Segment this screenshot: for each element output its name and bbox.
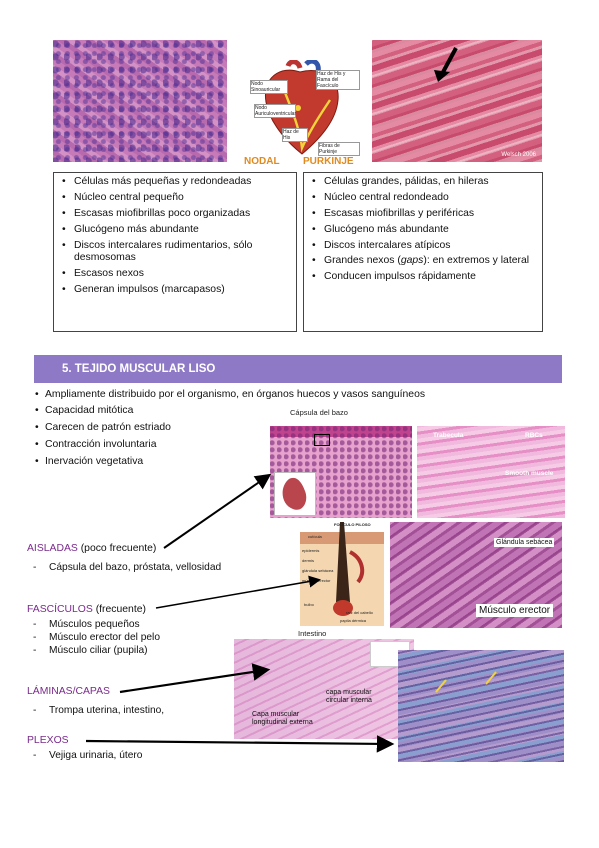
hair-label: raíz del cabello bbox=[346, 610, 373, 615]
intestine-caption: Intestino bbox=[298, 629, 327, 638]
section-bullet: •Carecen de patrón estriado bbox=[35, 422, 171, 433]
spleen-tissue-image bbox=[270, 426, 412, 518]
purkinje-item: Núcleo central redondeado bbox=[312, 192, 536, 205]
credit-text: Welsch 2006 bbox=[501, 152, 536, 158]
purkinje-item: Escasas miofibrillas y periféricas bbox=[312, 208, 536, 221]
trabecula-tag: Trabecula bbox=[433, 432, 464, 439]
erector-tag: Músculo erector bbox=[476, 604, 554, 617]
category-laminas: LÁMINAS/CAPAS bbox=[27, 686, 110, 697]
nodal-item: Generan impulsos (marcapasos) bbox=[62, 284, 290, 297]
nodal-item: Escasas miofibrillas poco organizadas bbox=[62, 208, 290, 221]
arrow-laminas bbox=[119, 663, 271, 694]
purkinje-item: Células grandes, pálidas, en hileras bbox=[312, 176, 536, 189]
heart-label-3: Haz de His bbox=[282, 128, 308, 142]
section-bullet: •Inervación vegetativa bbox=[35, 456, 144, 467]
purkinje-item: Discos intercalares atípicos bbox=[312, 240, 536, 253]
fasciculos-item: -Músculo ciliar (pupila) bbox=[33, 645, 148, 656]
trabecula-tissue-image: Trabecula RBCs Smooth muscle bbox=[417, 426, 565, 518]
category-aisladas: AISLADAS (poco frecuente) bbox=[27, 543, 157, 554]
section-bullet: •Capacidad mitótica bbox=[35, 405, 134, 416]
heart-label-1: Haz de His y Rama del Fascículo bbox=[316, 70, 360, 90]
hair-label: FOLÍCULO PILOSO bbox=[334, 522, 371, 527]
category-plexos: PLEXOS bbox=[27, 735, 69, 746]
nodal-item: Núcleo central pequeño bbox=[62, 192, 290, 205]
purkinje-item: Glucógeno más abundante bbox=[312, 224, 536, 237]
heart-label-0: Nodo Sinoauricular bbox=[250, 80, 288, 94]
arrow-fasciculos bbox=[155, 575, 321, 609]
section-title-bar: 5. TEJIDO MUSCULAR LISO bbox=[34, 355, 562, 383]
nodal-item: Escasos nexos bbox=[62, 268, 290, 281]
purkinje-features-box: Células grandes, pálidas, en hileras Núc… bbox=[303, 172, 543, 332]
intestine-tissue-image: capa muscular circular interna Capa musc… bbox=[234, 639, 414, 739]
fasciculos-item: -Músculo erector del pelo bbox=[33, 632, 160, 643]
purkinje-label: PURKINJE bbox=[303, 156, 354, 167]
section-bullet: •Contracción involuntaria bbox=[35, 439, 157, 450]
arrow-icon bbox=[440, 47, 458, 75]
hair-label: dermis bbox=[302, 558, 315, 563]
heart-label-2: Nodo Auriculoventricular bbox=[254, 104, 297, 118]
purkinje-item: Conducen impulsos rápidamente bbox=[312, 271, 536, 284]
nodal-item: Glucógeno más abundante bbox=[62, 224, 290, 237]
hair-label: glándula sebácea bbox=[302, 568, 334, 573]
hair-label: epidermis bbox=[302, 548, 320, 553]
purkinje-tissue-image: Welsch 2006 bbox=[372, 40, 542, 162]
heart-label-4: Fibras de Purkinje bbox=[318, 142, 360, 156]
hair-label: cutícula bbox=[308, 534, 322, 539]
circular-layer-tag: capa muscular circular interna bbox=[326, 689, 372, 704]
hair-follicle-diagram: FOLÍCULO PILOSO cutícula epidermis dermi… bbox=[300, 522, 384, 626]
arrow-aisladas bbox=[163, 473, 272, 549]
nodal-item: Discos intercalares rudimentarios, sólo … bbox=[62, 240, 290, 265]
hair-label: papila dérmica bbox=[340, 618, 367, 623]
purkinje-item: Grandes nexos (gaps): en extremos y late… bbox=[312, 255, 536, 268]
nodal-features-box: Células más pequeñas y redondeadas Núcle… bbox=[53, 172, 297, 332]
sebacea-tag: Glándula sebácea bbox=[494, 538, 555, 547]
nodal-tissue-image bbox=[53, 40, 227, 162]
arrow-plexos bbox=[85, 735, 395, 753]
aisladas-item: -Cápsula del bazo, próstata, vellosidad bbox=[33, 562, 222, 573]
laminas-item: -Trompa uterina, intestino, bbox=[33, 705, 165, 716]
spleen-caption: Cápsula del bazo bbox=[290, 408, 348, 417]
nodal-label: NODAL bbox=[244, 156, 280, 167]
hair-label: bulbo bbox=[304, 602, 314, 607]
section-bullet: •Ampliamente distribuido por el organism… bbox=[35, 389, 426, 400]
longitudinal-layer-tag: Capa muscular longitudinal externa bbox=[252, 711, 313, 726]
plexus-tissue-image bbox=[398, 650, 564, 762]
rbcs-tag: RBCs bbox=[525, 432, 543, 439]
plexos-item: -Vejiga urinaria, útero bbox=[33, 750, 143, 761]
nodal-item: Células más pequeñas y redondeadas bbox=[62, 176, 290, 189]
smooth-muscle-tag: Smooth muscle bbox=[505, 470, 554, 477]
category-fasciculos: FASCÍCULOS (frecuente) bbox=[27, 604, 146, 615]
erector-muscle-tissue-image: Glándula sebácea Músculo erector bbox=[390, 522, 562, 628]
fasciculos-item: -Músculos pequeños bbox=[33, 619, 140, 630]
